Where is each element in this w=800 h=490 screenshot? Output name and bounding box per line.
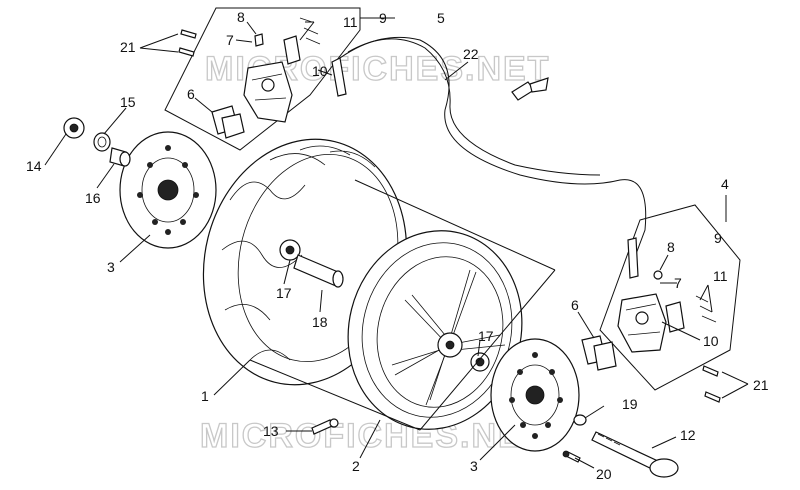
callout-20: 20: [596, 466, 612, 482]
circlip: [573, 414, 587, 426]
lower-caliper-frame: [599, 204, 741, 391]
callout-5: 5: [437, 10, 445, 26]
callout-10-lower: 10: [703, 333, 719, 349]
upper-bleed-screw: [254, 33, 264, 47]
callout-8-lower: 8: [667, 239, 675, 255]
lower-pad-pins: [665, 295, 717, 333]
callout-11-upper: 11: [343, 14, 358, 30]
callout-13: 13: [263, 423, 279, 439]
watermark-bottom: MICROFICHES.NET: [200, 417, 545, 455]
upper-brake-pads: [211, 105, 245, 139]
left-axle-hardware: [63, 117, 131, 167]
wheel-axle: [591, 431, 679, 478]
lower-brake-pads: [581, 335, 617, 371]
brake-disc-right: [490, 338, 580, 452]
callout-19: 19: [622, 396, 638, 412]
callout-3-left: 3: [107, 259, 115, 275]
callout-22: 22: [463, 46, 479, 62]
callout-6-upper: 6: [187, 86, 195, 102]
upper-hose-fitting: [331, 57, 347, 97]
callout-21-lower: 21: [753, 377, 769, 393]
callout-7-upper: 7: [226, 32, 234, 48]
rim-guide-lines: [249, 179, 556, 431]
lower-hose-fitting: [627, 237, 639, 279]
callout-21-upper: 21: [120, 39, 136, 55]
callout-9-upper: 9: [379, 10, 387, 26]
lower-caliper-bolts: [702, 365, 721, 403]
callout-labels: 1 2 3 3 4 5 6 6 7 7 8 8 9 9 10 10 11 11 …: [26, 9, 769, 482]
callout-18: 18: [312, 314, 328, 330]
disc-screw-right: [562, 450, 581, 463]
leader-lines: [44, 17, 749, 469]
upper-caliper-frame: [164, 7, 361, 151]
brake-hose-secondary: [347, 38, 601, 176]
callout-11-lower: 11: [713, 268, 728, 284]
callout-3-right: 3: [470, 458, 478, 474]
axle-assembly: [279, 239, 344, 288]
callout-10-upper: 10: [312, 63, 328, 79]
wheel-rim: [347, 230, 523, 430]
callout-16: 16: [85, 190, 101, 206]
callout-17-right: 17: [478, 328, 494, 344]
banjo-fitting: [511, 77, 549, 101]
callout-15: 15: [120, 94, 136, 110]
upper-pad-pins: [283, 17, 321, 65]
callout-14: 14: [26, 158, 42, 174]
valve-screw: [311, 418, 339, 435]
callout-4: 4: [721, 176, 729, 192]
upper-caliper: [243, 61, 293, 123]
lower-caliper: [617, 293, 667, 353]
brake-disc-left: [119, 131, 217, 249]
callout-7-lower: 7: [674, 275, 682, 291]
callout-1: 1: [201, 388, 209, 404]
brake-hose-main: [339, 36, 647, 271]
upper-caliper-bolts: [178, 29, 197, 57]
callout-9-lower: 9: [714, 230, 722, 246]
callout-2: 2: [352, 458, 360, 474]
callout-6-lower: 6: [571, 297, 579, 313]
callout-12: 12: [680, 427, 696, 443]
lower-bleed-screw: [653, 270, 663, 280]
callout-8-upper: 8: [237, 9, 245, 25]
callout-17-left: 17: [276, 285, 292, 301]
